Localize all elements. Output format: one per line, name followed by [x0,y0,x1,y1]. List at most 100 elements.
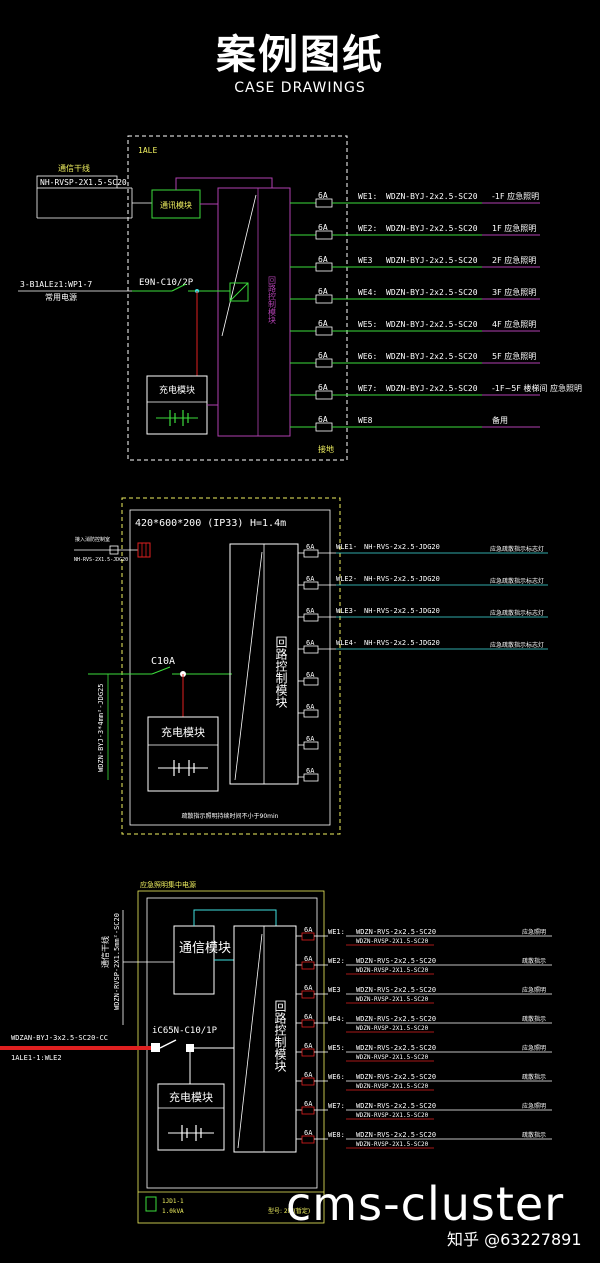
d3-comm-link [193,909,277,926]
d3-control-module [233,925,297,1153]
d1-circuit-fuse-symbol [315,390,333,400]
d3-circuit-cable: WDZN-RVS-2x2.5-SC20 [356,1131,436,1139]
d3-enclosure-outer [137,890,325,1224]
d1-control-module [217,187,291,437]
d1-circuit-load: 2F 应急照明 [492,255,536,265]
d1-circuit-load: 备用 [492,415,508,425]
d2-feed-cable: WDZN-BYJ-3*4mm²-JDG25 [97,683,105,772]
d3-footer-id: 1JD1-1 [162,1198,184,1205]
d2-circuit-load: 应急疏散指示标志灯 [490,577,544,585]
d3-enclosure-inner [146,897,318,1189]
d3-in-label: 通信干线 [100,936,110,968]
d1-circuit-fuse: 6A [318,255,328,264]
d1-circuit-load: -1F 应急照明 [492,191,539,201]
d3-circuit-load: 应急照明 [522,986,546,994]
d3-circuit-id: WE7: [328,1102,345,1110]
d3-circuit-load: 应急照明 [522,1044,546,1052]
d1-circuit-id: WE8 [358,416,373,425]
d1-circuit-fuse: 6A [318,191,328,200]
d3-circuit-fuse: 6A [304,1071,313,1079]
d3-circuit-fuse-symbol [301,990,315,999]
d3-circuit-cable: WDZN-RVS-2x2.5-SC20 [356,1044,436,1052]
d3-circuit-fuse: 6A [304,1100,313,1108]
d3-charge-module [157,1083,225,1151]
d3-circuit-fuse-symbol [301,1048,315,1057]
d1-control-box-x [229,282,249,302]
d3-circuit-id: WE8: [328,1131,345,1139]
d1-circuit-cable: WDZN-BYJ-2x2.5-SC20 [386,384,478,393]
d2-circuit-fuse: 6A [306,671,315,679]
d2-circuit-fuse: 6A [306,543,315,551]
d2-circuit-fuse: 6A [306,575,315,583]
d1-circuit-fuse: 6A [318,351,328,360]
d3-circuit-cable: WDZN-RVS-2x2.5-SC20 [356,1102,436,1110]
d1-circuit-id: WE2: [358,224,377,233]
d3-feed-cable: WDZAN-BYJ-3x2.5-SC20-CC [11,1034,108,1042]
d3-footer-icon [145,1196,157,1212]
d2-circuit-fuse-symbol [303,677,319,686]
d1-in1-cable: NH-RVSP-2X1.5-SC20 [40,178,127,187]
d2-circuit-fuse: 6A [306,639,315,647]
d2-circuit-fuse: 6A [306,703,315,711]
d1-circuit-fuse: 6A [318,223,328,232]
d2-circuit-cable: NH-RVS-2x2.5-JDG20 [364,575,440,583]
d3-in-cable: WDZN-RVSP-2X1.5mm²-SC20 [113,913,121,1010]
d2-circuit-cable: NH-RVS-2x2.5-JDG20 [364,607,440,615]
watermark-text: cms-cluster [286,1177,565,1231]
d1-circuit-id: WE1: [358,192,377,201]
d2-control-label: 回路控制模块 [274,636,288,708]
d3-circuit-fuse: 6A [304,984,313,992]
d3-charge-module-label: 充电模块 [169,1090,213,1104]
d2-circuit-fuse-symbol [303,773,319,782]
d3-circuit-load: 疏散指示 [522,1131,546,1139]
d1-circuit-fuse-symbol [315,230,333,240]
d1-circuit-fuse-symbol [315,198,333,208]
d1-comm-module-label: 通讯模块 [160,200,192,210]
d1-circuit-fuse: 6A [318,415,328,424]
d1-circuit-fuse: 6A [318,287,328,296]
d2-in-connector [137,542,151,558]
d2-spec: 420*600*200 (IP33) [135,518,243,529]
d3-circuit-fuse: 6A [304,1042,313,1050]
d2-in-cable: NH-RVS-2X1.5-JDG20 [74,557,128,563]
d1-circuit-cable: WDZN-BYJ-2x2.5-SC20 [386,320,478,329]
d1-circuit-id: WE4: [358,288,377,297]
d2-in-label: 接入消防控制室 [75,536,110,543]
d1-in2-label: 常用电源 [45,292,77,302]
d1-charge-module-label: 充电模块 [159,384,195,396]
d2-circuit-fuse-symbol [303,613,319,622]
page-title: 案例图纸 [216,32,384,78]
d1-comm-link [175,177,273,190]
d3-circuit-fuse: 6A [304,926,313,934]
d3-circuit-id: WE5: [328,1044,345,1052]
d1-in1-label: 通信干线 [58,163,90,173]
d2-charge-module [147,716,219,792]
d3-circuit-cable-2: WDZN-RVSP-2X1.5-SC20 [356,1112,429,1119]
d1-circuit-id: WE7: [358,384,377,393]
d3-comm-module [173,925,215,995]
d2-breaker [151,666,171,675]
d3-circuit-load: 疏散指示 [522,1073,546,1081]
d1-circuit-id: WE3 [358,256,373,265]
d2-in-terminal [109,545,119,555]
d2-circuit-load: 应急疏散指示标志灯 [490,609,544,617]
d1-in2-source: 3-B1ALEz1:WP1-7 [20,280,92,289]
d1-circuit-cable: WDZN-BYJ-2x2.5-SC20 [386,288,478,297]
d3-circuit-id: WE4: [328,1015,345,1023]
d1-circuit-fuse: 6A [318,319,328,328]
d3-circuit-cable-2: WDZN-RVSP-2X1.5-SC20 [356,996,429,1003]
d3-circuit-cable-2: WDZN-RVSP-2X1.5-SC20 [356,938,429,945]
d1-control-label: 回路控制模块 [268,276,277,325]
d2-circuit-load: 应急疏散指示标志灯 [490,641,544,649]
d2-circuit-fuse-symbol [303,549,319,558]
d2-circuit-fuse-symbol [303,581,319,590]
d3-circuit-id: WE1: [328,928,345,936]
d1-circuit-fuse-symbol [315,422,333,432]
d2-charge-module-label: 充电模块 [161,725,205,739]
d3-breaker-body [151,1043,160,1052]
d3-title: 应急照明集中电源 [140,880,196,889]
d3-circuit-fuse-symbol [301,1135,315,1144]
d3-circuit-cable-2: WDZN-RVSP-2X1.5-SC20 [356,1141,429,1148]
d3-circuit-fuse-symbol [301,961,315,970]
